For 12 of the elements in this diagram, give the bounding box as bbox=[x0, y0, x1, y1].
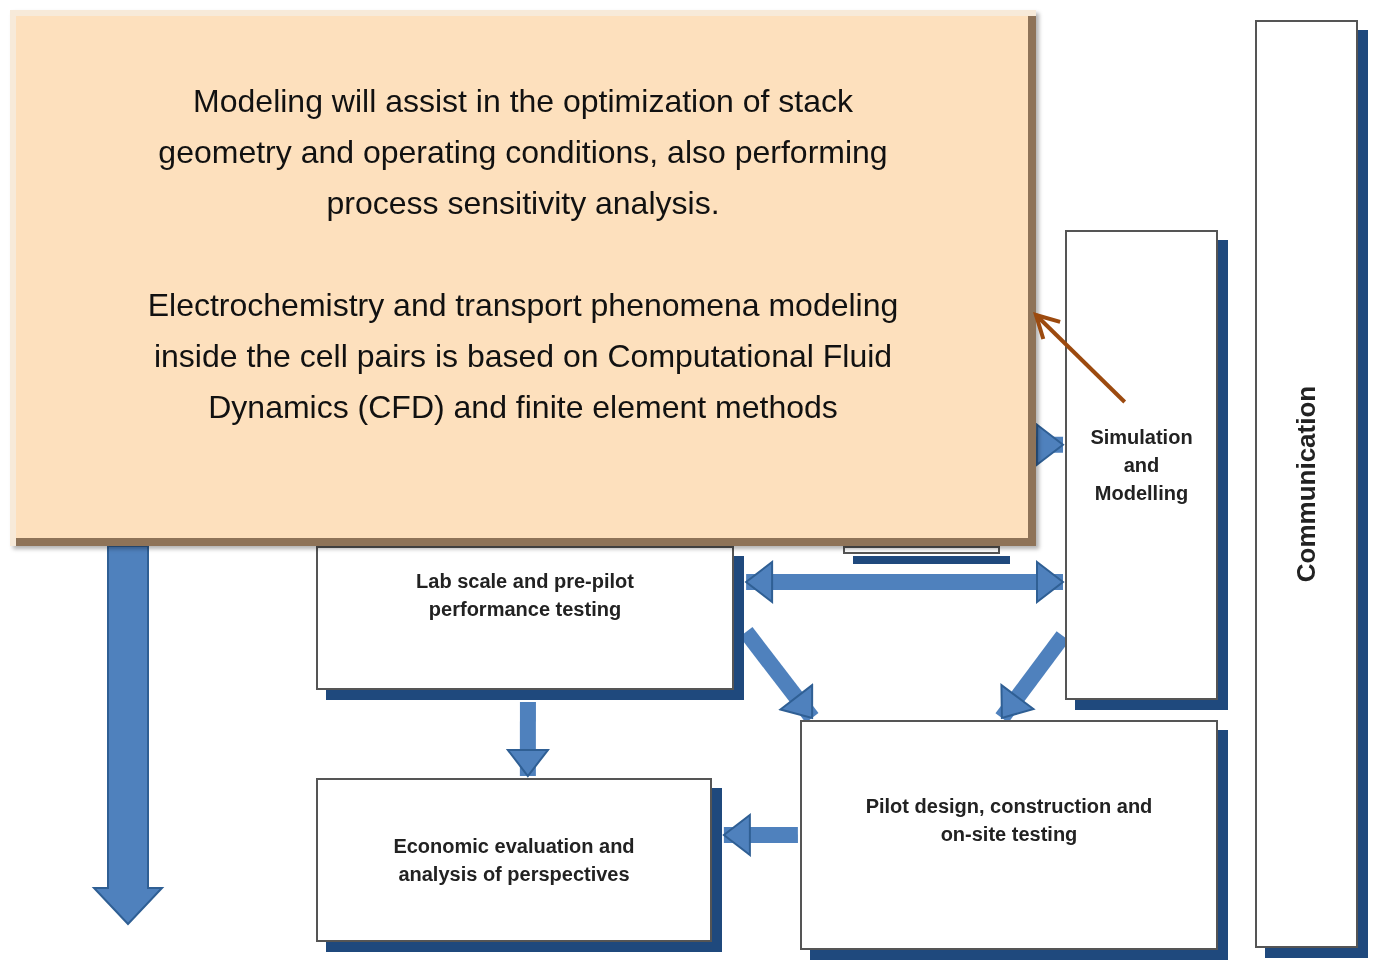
box-label: Simulation and Modelling bbox=[1089, 425, 1194, 506]
box-label: Communication bbox=[1292, 385, 1321, 583]
callout-text: Modeling will assist in the optimization of stack geometry and operating conditions, also performing process sensitivity analysis. bbox=[157, 82, 889, 223]
block-arrow bbox=[506, 701, 549, 778]
box-label: Lab scale and pre-pilot performance testing bbox=[415, 569, 635, 622]
block-arrow bbox=[1035, 423, 1064, 466]
callout-box bbox=[10, 10, 1036, 546]
block-arrow bbox=[745, 561, 1064, 604]
callout-text: Electrochemistry and transport phenomena modeling inside the cell pairs is based on Computational Fluid Dynamics (CFD) and finite element methods bbox=[146, 286, 900, 427]
box-label: Pilot design, construction and on-site testing bbox=[864, 794, 1154, 847]
block-arrow bbox=[722, 814, 798, 857]
box-label: Economic evaluation and analysis of perspectives bbox=[392, 834, 636, 887]
